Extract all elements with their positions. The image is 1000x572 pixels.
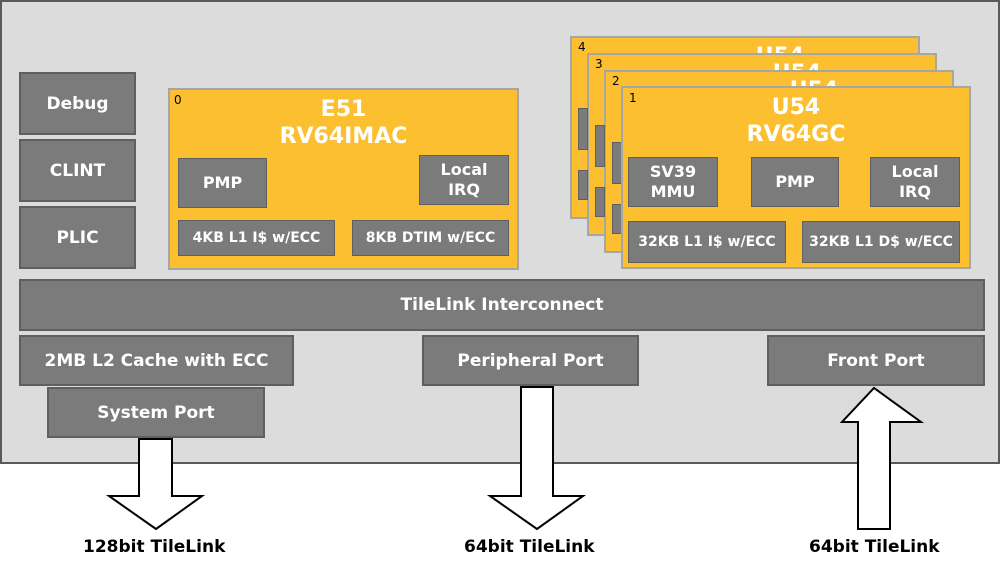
front-port-block: Front Port <box>767 335 985 386</box>
u54-dcache-block: 32KB L1 D$ w/ECC <box>802 221 960 263</box>
system-tilelink-label: 128bit TileLink <box>83 537 226 557</box>
u54-mmu-block: SV39 MMU <box>628 157 718 207</box>
peripheral-port-block: Peripheral Port <box>422 335 639 386</box>
u54-icache-block: 32KB L1 I$ w/ECC <box>628 221 786 263</box>
e51-isa: RV64IMAC <box>279 124 408 149</box>
peripheral-port-down-arrow <box>486 386 587 531</box>
u54-core-2-index: 2 <box>612 74 620 88</box>
u54-dcache-label: 32KB L1 D$ w/ECC <box>809 234 953 250</box>
u54-local-irq-line2: IRQ <box>899 182 931 201</box>
u54-pmp-label: PMP <box>775 172 815 191</box>
l2-cache-block: 2MB L2 Cache with ECC <box>19 335 294 386</box>
e51-local-irq-block: Local IRQ <box>419 155 509 205</box>
u54-local-irq-block: Local IRQ <box>870 157 960 207</box>
tilelink-interconnect-label: TileLink Interconnect <box>400 295 604 315</box>
clint-label: CLINT <box>49 160 106 181</box>
u54-mmu-line2: MMU <box>650 182 696 201</box>
plic-label: PLIC <box>56 227 99 248</box>
e51-title: E51 RV64IMAC <box>170 96 517 150</box>
l2-cache-label: 2MB L2 Cache with ECC <box>44 350 269 371</box>
u54-icache-label: 32KB L1 I$ w/ECC <box>638 234 776 250</box>
e51-dtim-block: 8KB DTIM w/ECC <box>352 220 509 256</box>
u54-core-4-index: 4 <box>578 40 586 54</box>
u54-core-3-index: 3 <box>595 57 603 71</box>
front-port-up-arrow <box>839 386 925 530</box>
u54-name: U54 <box>771 95 821 120</box>
u54-core-4-peek-block <box>578 108 588 150</box>
e51-local-irq-line1: Local <box>440 160 488 179</box>
u54-local-irq-line1: Local <box>891 162 939 181</box>
u54-pmp-block: PMP <box>751 157 839 207</box>
system-port-block: System Port <box>47 387 265 438</box>
u54-isa: RV64GC <box>746 122 846 147</box>
e51-icache-label: 4KB L1 I$ w/ECC <box>192 230 321 246</box>
u54-mmu-line1: SV39 <box>649 162 697 181</box>
system-port-down-arrow <box>105 438 206 531</box>
peripheral-tilelink-label: 64bit TileLink <box>464 537 595 557</box>
e51-pmp-label: PMP <box>202 173 243 192</box>
tilelink-interconnect: TileLink Interconnect <box>19 279 985 331</box>
debug-label: Debug <box>46 93 109 114</box>
e51-core-index: 0 <box>174 93 182 107</box>
debug-block: Debug <box>19 72 136 135</box>
u54-title: U54 RV64GC <box>623 94 969 148</box>
e51-name: E51 <box>320 97 367 122</box>
e51-local-irq-line2: IRQ <box>448 180 480 199</box>
u54-core-3-peek-block <box>595 125 605 167</box>
e51-dtim-label: 8KB DTIM w/ECC <box>365 230 496 246</box>
u54-core-3-peek-block <box>595 187 605 217</box>
plic-block: PLIC <box>19 206 136 269</box>
front-port-label: Front Port <box>827 350 925 371</box>
e51-icache-block: 4KB L1 I$ w/ECC <box>178 220 335 256</box>
system-port-label: System Port <box>97 402 215 423</box>
u54-core-1-index: 1 <box>629 91 637 105</box>
u54-core-4-peek-block <box>578 170 588 200</box>
clint-block: CLINT <box>19 139 136 202</box>
peripheral-port-label: Peripheral Port <box>457 350 604 371</box>
front-tilelink-label: 64bit TileLink <box>809 537 940 557</box>
e51-pmp-block: PMP <box>178 158 267 208</box>
